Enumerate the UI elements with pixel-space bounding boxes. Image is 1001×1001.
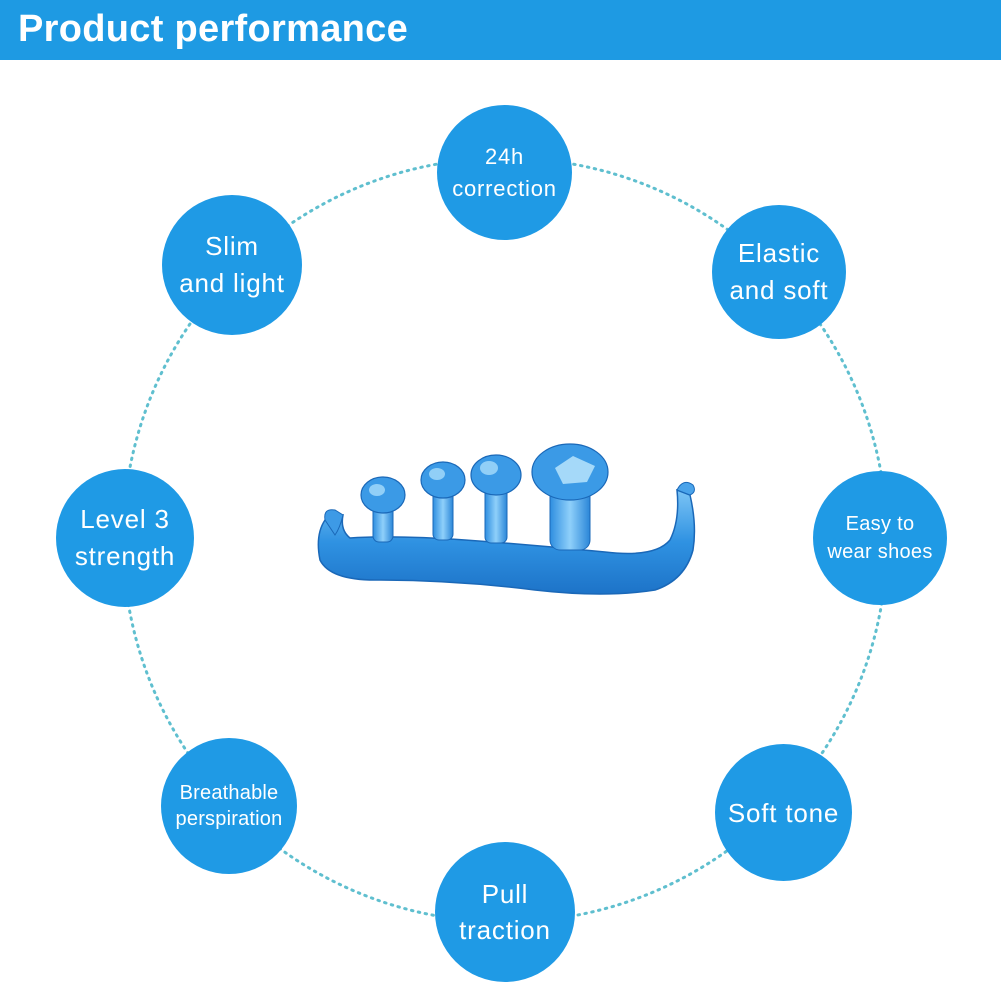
- feature-label: Pull traction: [459, 879, 551, 945]
- feature-soft-tone: Soft tone: [715, 744, 852, 881]
- feature-24h-correction: 24h correction: [437, 105, 572, 240]
- page-title: Product performance: [18, 8, 409, 50]
- feature-breathable-perspiration: Breathable perspiration: [161, 738, 297, 874]
- feature-label: Level 3 strength: [74, 504, 176, 571]
- feature-label: Breathable perspiration: [175, 782, 283, 830]
- feature-slim-and-light: Slim and light: [162, 195, 302, 335]
- feature-label: Slim and light: [179, 231, 285, 298]
- feature-label: Easy to wear shoes: [827, 513, 933, 563]
- feature-label: Elastic and soft: [729, 238, 829, 305]
- header-bar: Product performance: [0, 0, 1001, 60]
- feature-easy-to-wear-shoes: Easy to wear shoes: [813, 471, 947, 605]
- feature-elastic-and-soft: Elastic and soft: [712, 205, 846, 339]
- feature-pull-traction: Pull traction: [435, 842, 575, 982]
- gel-toe-separator-icon: [317, 443, 696, 595]
- feature-label: 24h correction: [452, 143, 557, 201]
- feature-label: Soft tone: [727, 797, 840, 828]
- feature-level-3-strength: Level 3 strength: [56, 469, 194, 607]
